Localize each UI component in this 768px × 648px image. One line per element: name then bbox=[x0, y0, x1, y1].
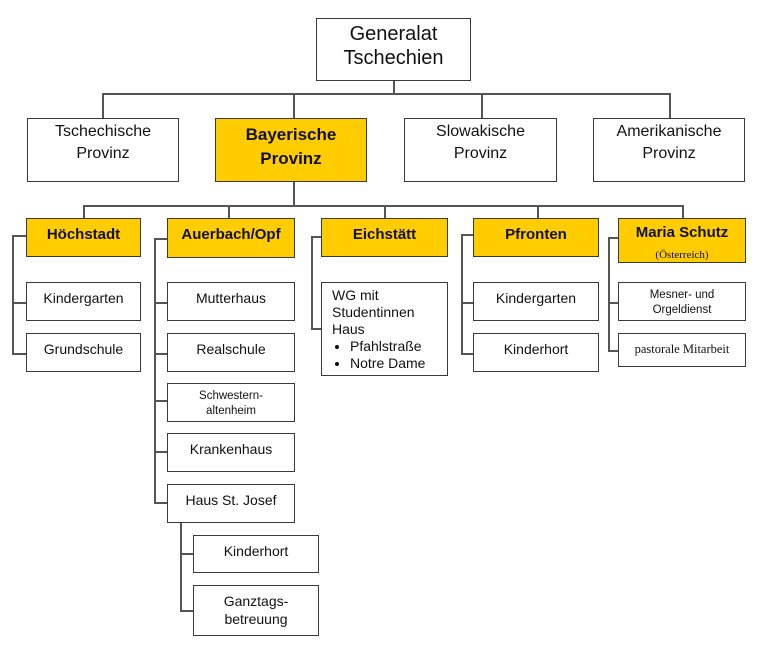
unit-node-hoechstadt: Höchstadt bbox=[26, 218, 141, 257]
connector bbox=[461, 302, 473, 304]
node-label: Pfronten bbox=[505, 226, 567, 243]
leaf-node: Kinderhort bbox=[193, 535, 319, 573]
leaf-node: Kinderhort bbox=[473, 333, 599, 372]
connector bbox=[12, 353, 26, 355]
unit-node-maria-schutz: Maria Schutz (Österreich) bbox=[618, 218, 746, 263]
leaf-node: Mesner- und Orgeldienst bbox=[618, 282, 746, 321]
root-node-generalat: Generalat Tschechien bbox=[316, 18, 471, 81]
node-label: Schwestern- altenheim bbox=[199, 390, 263, 417]
province-node-tschechische: Tschechische Provinz bbox=[27, 118, 179, 182]
leaf-node-wg-studentinnen: WG mit Studentinnen Haus Pfahlstraße Not… bbox=[321, 282, 448, 376]
node-label: Haus St. Josef bbox=[185, 492, 277, 508]
node-label: Kinderhort bbox=[503, 341, 569, 357]
connector bbox=[461, 234, 463, 354]
connector bbox=[293, 93, 295, 118]
connector bbox=[180, 610, 193, 612]
bullet-item: Pfahlstraße bbox=[350, 338, 425, 355]
connector bbox=[154, 353, 167, 355]
connector bbox=[537, 205, 539, 218]
node-label: Generalat Tschechien bbox=[343, 23, 444, 69]
connector bbox=[154, 238, 156, 503]
leaf-node: Krankenhaus bbox=[167, 433, 295, 472]
node-label: Tschechische Provinz bbox=[54, 123, 152, 162]
leaf-node: Schwestern- altenheim bbox=[167, 383, 295, 422]
connector bbox=[12, 235, 14, 354]
unit-node-eichstaett: Eichstätt bbox=[321, 218, 448, 257]
connector bbox=[154, 451, 167, 453]
unit-node-auerbach: Auerbach/Opf bbox=[167, 218, 295, 258]
bullet-item: Notre Dame bbox=[350, 355, 425, 372]
connector bbox=[608, 237, 618, 239]
node-label: WG mit Studentinnen Haus bbox=[332, 287, 415, 337]
connector bbox=[682, 205, 684, 218]
node-label: Krankenhaus bbox=[189, 441, 273, 457]
node-label: Mutterhaus bbox=[195, 290, 267, 306]
node-label: Eichstätt bbox=[352, 226, 417, 243]
connector bbox=[461, 234, 473, 236]
province-node-amerikanische: Amerikanische Provinz bbox=[593, 118, 745, 182]
connector bbox=[12, 302, 26, 304]
connector bbox=[154, 302, 167, 304]
connector bbox=[12, 235, 26, 237]
leaf-node: Ganztags- betreuung bbox=[193, 585, 319, 636]
connector bbox=[154, 400, 167, 402]
connector bbox=[83, 205, 683, 207]
unit-node-pfronten: Pfronten bbox=[473, 218, 599, 257]
connector bbox=[180, 553, 193, 555]
node-label: Auerbach/Opf bbox=[181, 226, 281, 243]
node-label: Bayerische Provinz bbox=[245, 125, 337, 168]
connector bbox=[154, 502, 167, 504]
connector bbox=[481, 93, 483, 118]
leaf-node: pastorale Mitarbeit bbox=[618, 333, 746, 367]
leaf-node: Mutterhaus bbox=[167, 282, 295, 321]
bullet-list: Pfahlstraße Notre Dame bbox=[332, 338, 425, 372]
node-label: Kindergarten bbox=[495, 290, 577, 306]
connector bbox=[180, 522, 182, 611]
node-label: Ganztags- betreuung bbox=[223, 593, 289, 627]
leaf-node: Realschule bbox=[167, 333, 295, 372]
connector bbox=[311, 236, 313, 329]
connector bbox=[102, 93, 671, 95]
node-sublabel: (Österreich) bbox=[655, 249, 709, 261]
node-label: pastorale Mitarbeit bbox=[634, 342, 730, 356]
node-label: Kindergarten bbox=[43, 290, 124, 306]
connector bbox=[311, 328, 321, 330]
node-label: Kinderhort bbox=[223, 543, 289, 559]
connector bbox=[311, 236, 321, 238]
connector bbox=[608, 302, 618, 304]
node-label: Amerikanische Provinz bbox=[616, 123, 722, 162]
connector bbox=[608, 237, 610, 351]
leaf-node-haus-st-josef: Haus St. Josef bbox=[167, 484, 295, 523]
connector bbox=[393, 80, 395, 94]
leaf-node: Grundschule bbox=[26, 333, 141, 372]
leaf-node: Kindergarten bbox=[473, 282, 599, 321]
node-label: Maria Schutz bbox=[635, 224, 729, 241]
province-node-bayerische: Bayerische Provinz bbox=[215, 118, 367, 182]
connector bbox=[293, 181, 295, 205]
connector bbox=[102, 93, 104, 118]
node-label: Mesner- und Orgeldienst bbox=[649, 289, 715, 316]
connector bbox=[669, 93, 671, 118]
province-node-slowakische: Slowakische Provinz bbox=[404, 118, 557, 182]
node-label: Grundschule bbox=[43, 341, 124, 357]
leaf-node: Kindergarten bbox=[26, 282, 141, 321]
node-label: Realschule bbox=[196, 341, 266, 357]
connector bbox=[228, 205, 230, 218]
node-label: Höchstadt bbox=[46, 226, 121, 243]
connector bbox=[384, 205, 386, 218]
node-label: Slowakische Provinz bbox=[436, 123, 525, 162]
connector bbox=[461, 353, 473, 355]
connector bbox=[154, 238, 167, 240]
connector bbox=[83, 205, 85, 218]
connector bbox=[608, 350, 618, 352]
